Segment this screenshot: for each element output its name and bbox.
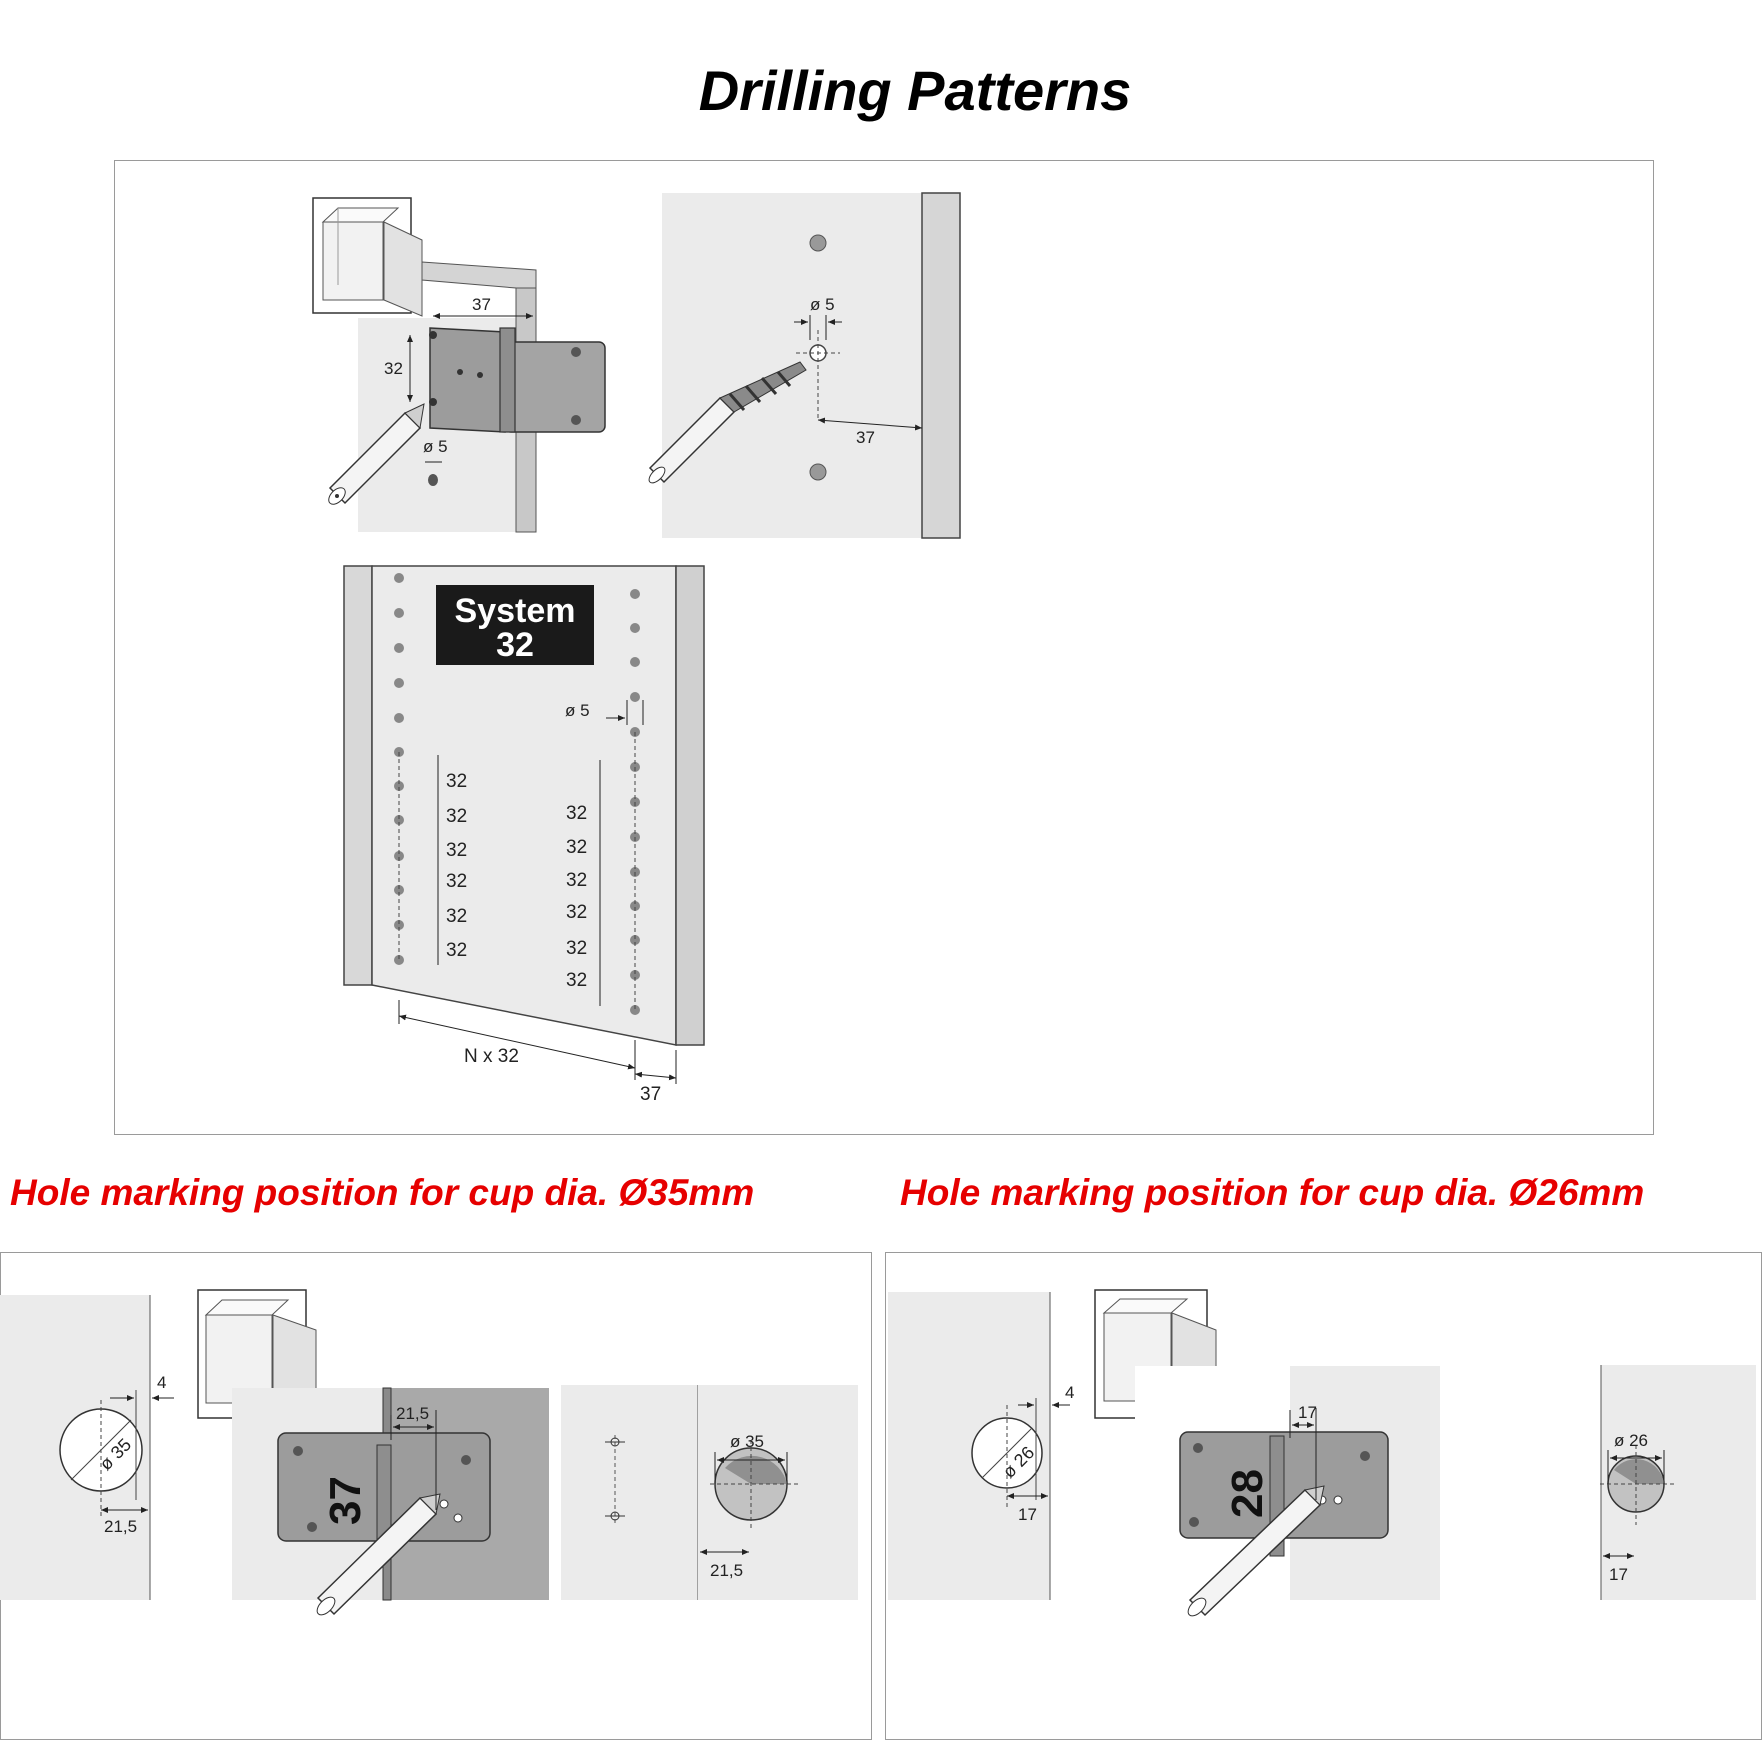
- heading-cup-35: Hole marking position for cup dia. Ø35mm: [10, 1172, 755, 1213]
- logo-line-1: System: [455, 592, 576, 630]
- drill-dim-hole: ø 5: [810, 295, 835, 314]
- pitch-left-1: 32: [446, 771, 467, 792]
- jig-dim-37: 37: [472, 295, 491, 314]
- cup35-offset: 21,5: [104, 1517, 137, 1536]
- cup35-edge-gap: 4: [157, 1373, 166, 1392]
- drill-illustration: ø 5 37: [648, 192, 961, 539]
- pitch-right-3: 32: [566, 870, 587, 891]
- marking-pencil-icon: [328, 403, 425, 505]
- jig-plate: [429, 327, 506, 433]
- cup35-illustrations: ø 35 4 21,5 37 21,5: [0, 1289, 858, 1616]
- drill-bit-icon: [648, 361, 807, 484]
- cabinet-inset-icon: [312, 197, 423, 317]
- pitch-right-1: 32: [566, 803, 587, 824]
- jig26-offset: 17: [1298, 1403, 1317, 1422]
- system32-illustration: System 32 ø 5 32 32 32 32 32: [343, 565, 705, 1105]
- pitch-left-3: 32: [446, 840, 467, 861]
- bore35-offset: 21,5: [710, 1561, 743, 1580]
- system32-logo: [436, 585, 594, 665]
- pitch-left-2: 32: [446, 806, 467, 827]
- pitch-left-5: 32: [446, 906, 467, 927]
- logo-line-2: 32: [496, 626, 534, 664]
- pitch-right-5: 32: [566, 938, 587, 959]
- cup26-edge-gap: 4: [1065, 1383, 1074, 1402]
- heading-cup-26: Hole marking position for cup dia. Ø26mm: [900, 1172, 1645, 1213]
- cup26-offset: 17: [1018, 1505, 1037, 1524]
- system-n-x-32: N x 32: [464, 1046, 519, 1067]
- jig-illustration: 37 32 ø 5: [312, 197, 606, 533]
- drill-dim-37: 37: [856, 428, 875, 447]
- pitch-left-4: 32: [446, 871, 467, 892]
- pitch-left-6: 32: [446, 940, 467, 961]
- pitch-right-6: 32: [566, 970, 587, 991]
- bore35-dia: ø 35: [730, 1432, 764, 1451]
- bore26-offset: 17: [1609, 1565, 1628, 1584]
- marking-pencil-icon-35: [316, 1493, 441, 1616]
- page-title: Drilling Patterns: [698, 59, 1132, 122]
- jig-dim-32: 32: [384, 359, 403, 378]
- jig-number-28: 28: [1223, 1469, 1272, 1518]
- cup26-illustrations: ø 26 4 17 28 17: [888, 1289, 1756, 1617]
- jig35-offset: 21,5: [396, 1404, 429, 1423]
- jig-dim-hole: ø 5: [423, 437, 448, 456]
- system-dim-37: 37: [640, 1084, 661, 1105]
- marking-pencil-icon-26: [1187, 1485, 1325, 1617]
- pitch-right-2: 32: [566, 837, 587, 858]
- right-hole-column: [599, 589, 640, 1015]
- jig-number-37: 37: [321, 1476, 370, 1525]
- pitch-right-4: 32: [566, 902, 587, 923]
- bore26-dia: ø 26: [1614, 1431, 1648, 1450]
- left-hole-column: [394, 573, 439, 965]
- system-dim-hole: ø 5: [565, 701, 590, 720]
